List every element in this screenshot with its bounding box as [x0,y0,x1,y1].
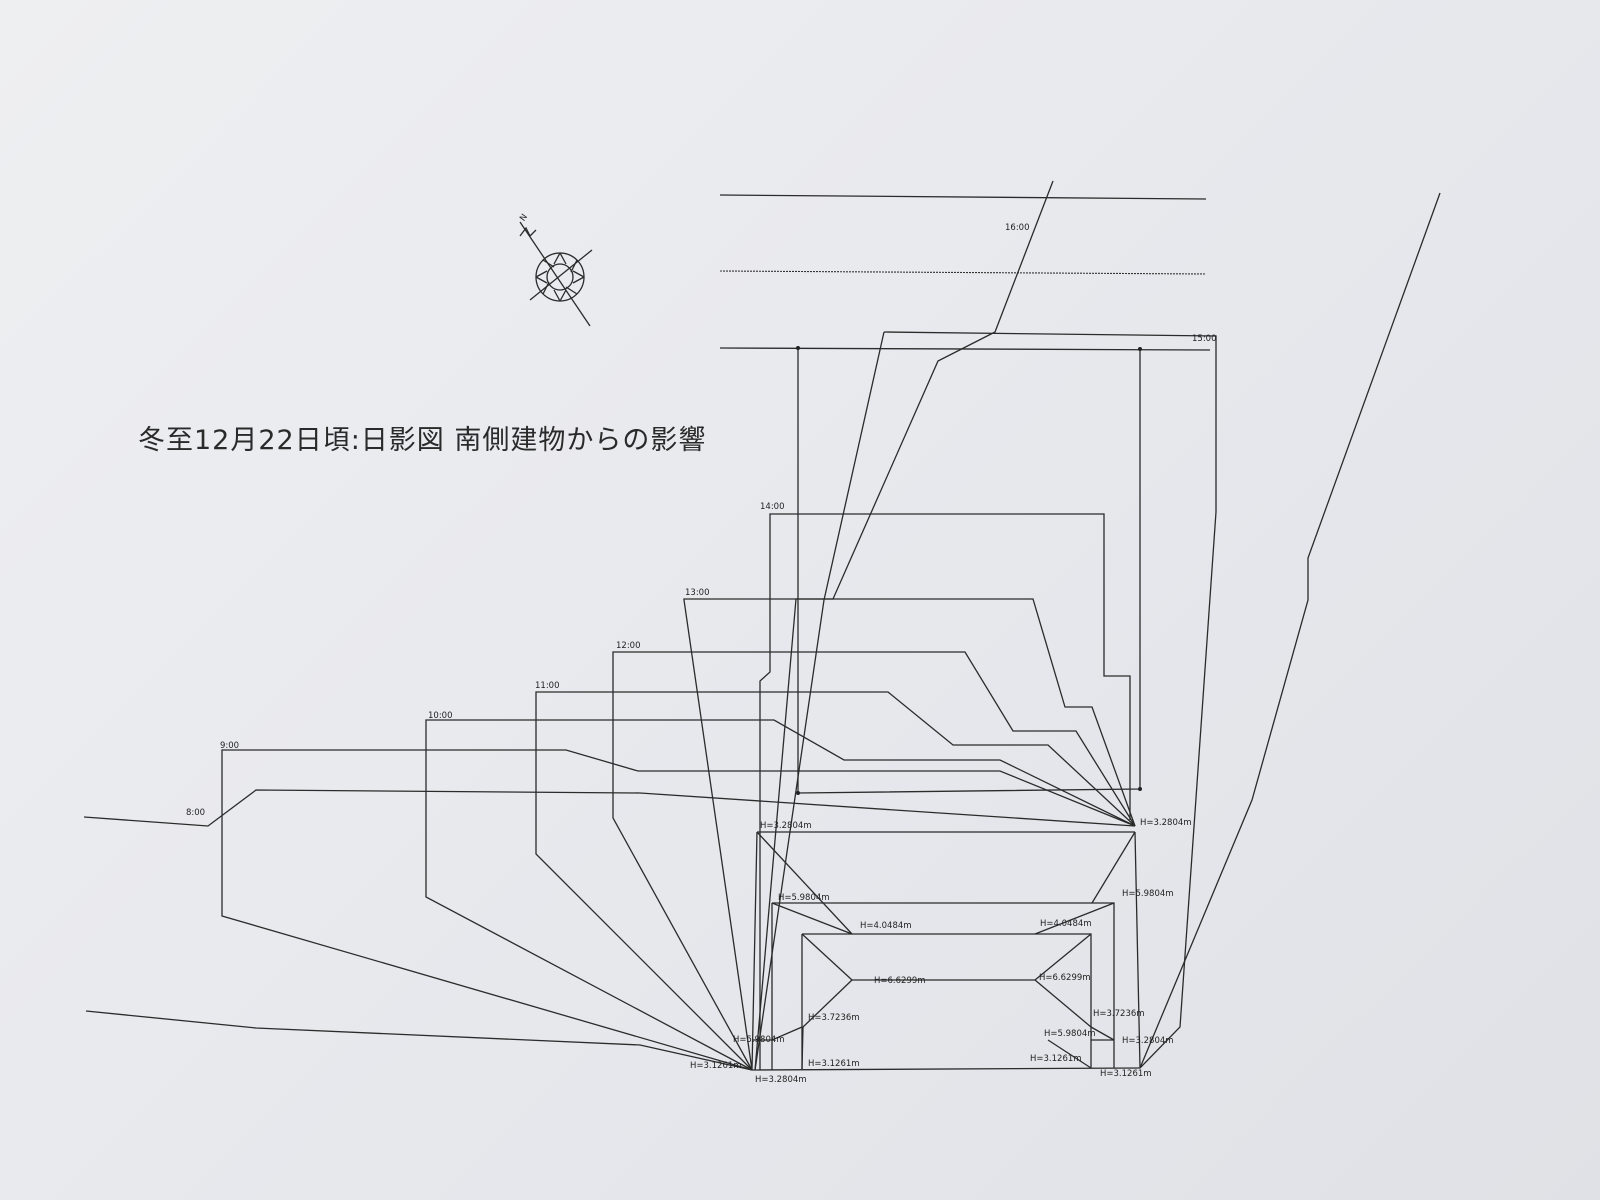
height-label: H=3.7236m [1093,1009,1145,1019]
shadow-line-1500 [883,331,1217,1069]
height-label: H=6.6299m [874,976,926,986]
time-label-0800: 8:00 [186,808,205,818]
road-lines [719,194,1211,351]
shadow-line-1200 [612,651,1136,1071]
height-label: H=3.2804m [1122,1036,1174,1046]
height-label: H=3.2804m [755,1075,807,1085]
height-label: H=3.2804m [760,821,812,831]
shadow-line-1400 [759,513,1131,1070]
shadow-line-1500-left [754,331,885,1071]
shadow-line-1000 [425,719,1136,1071]
height-label: H=4.0484m [1040,919,1092,929]
height-label: H=3.1261m [1100,1069,1152,1079]
height-label: H=5.9804m [778,893,830,903]
compass-north-label: N [518,212,530,223]
time-label-0900: 9:00 [220,741,239,751]
height-label: H=5.9804m [1044,1029,1096,1039]
compass-icon: N [518,212,593,327]
height-label: H=3.2804m [1140,818,1192,828]
time-label-1300: 13:00 [685,588,710,598]
shadow-box-1500 [796,346,1142,795]
height-label: H=3.1261m [690,1061,742,1071]
shadow-line-far-right [1139,192,1441,1069]
shadow-line-1600 [754,180,1054,1071]
height-label: H=3.1261m [808,1059,860,1069]
shadow-line-0800 [83,789,1136,827]
shadow-line-1300 [683,598,1136,1071]
time-label-1400: 14:00 [760,502,785,512]
height-label: H=5.9804m [733,1035,785,1045]
time-label-1500: 15:00 [1192,334,1217,344]
time-label-1600: 16:00 [1005,223,1030,233]
building-footprint [751,831,1141,1071]
height-label: H=3.7236m [808,1013,860,1023]
height-label: H=3.1261m [1030,1054,1082,1064]
time-label-1200: 12:00 [616,641,641,651]
height-label: H=4.0484m [860,921,912,931]
height-label: H=6.6299m [1039,973,1091,983]
time-label-1000: 10:00 [428,711,453,721]
shadow-line-0900 [221,749,1136,1071]
shadow-line-bottom-left [85,1010,753,1071]
time-label-1100: 11:00 [535,681,560,691]
diagram-title: 冬至12月22日頃:日影図 南側建物からの影響 [138,425,707,456]
height-label: H=5.9804m [1122,889,1174,899]
shadow-line-1100 [535,691,1136,1071]
